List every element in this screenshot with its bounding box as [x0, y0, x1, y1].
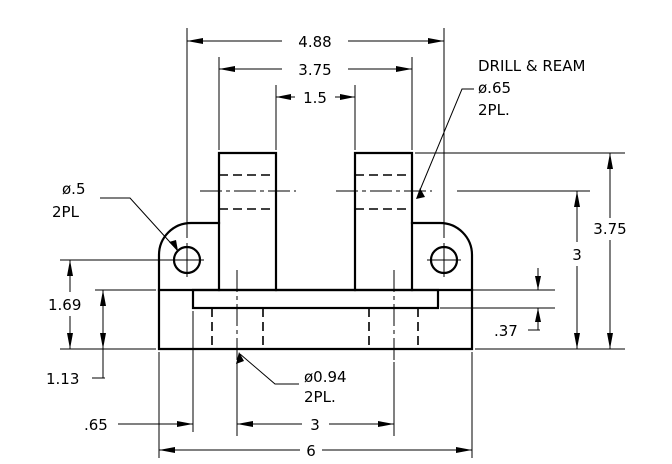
dim-upright-inner: 1.5 — [303, 89, 327, 107]
bottom-hole-leader — [239, 353, 299, 385]
extension-lines — [60, 28, 625, 458]
arrowheads — [67, 38, 613, 453]
dimension-lines — [69, 40, 611, 451]
note-drill-ream-diameter: ø.65 — [478, 79, 511, 97]
note-bottom-hole-count: 2PL. — [304, 388, 336, 406]
dim-overall-width-bottom: 6 — [306, 442, 316, 460]
dim-left-lower: 1.13 — [46, 370, 79, 388]
note-small-hole-diameter: ø.5 — [62, 180, 86, 198]
dim-plate-thickness: .37 — [494, 322, 518, 340]
small-hole-leader — [100, 197, 179, 252]
dim-total-height: 3.75 — [593, 220, 626, 238]
plate — [191, 288, 440, 310]
dim-edge-offset: .65 — [84, 416, 108, 434]
dim-upright-outer: 3.75 — [298, 61, 331, 79]
center-lines — [170, 190, 461, 360]
note-drill-ream: DRILL & REAM — [478, 57, 585, 75]
drill-ream-leader — [419, 88, 474, 191]
dim-left-height: 1.69 — [48, 296, 81, 314]
dim-overall-width-top: 4.88 — [298, 33, 331, 51]
note-bottom-hole-diameter: ø0.94 — [304, 368, 347, 386]
base-outline — [157, 221, 474, 351]
dim-base-to-hole-height: 3 — [572, 246, 582, 264]
left-upright — [217, 151, 278, 292]
leaders — [92, 88, 540, 385]
note-small-hole-count: 2PL — [52, 203, 80, 221]
notes: DRILL & REAM ø.65 2PL. ø.5 2PL ø0.94 2PL… — [52, 57, 585, 406]
dim-bottom-hole-spacing: 3 — [310, 416, 320, 434]
dimension-labels: 4.88 3.75 1.5 3.75 3 1.69 1.13 .37 .65 3… — [46, 33, 627, 460]
hidden-lines — [211, 174, 419, 349]
right-upright — [353, 151, 414, 292]
part-outline — [157, 151, 474, 351]
note-drill-ream-count: 2PL. — [478, 101, 510, 119]
